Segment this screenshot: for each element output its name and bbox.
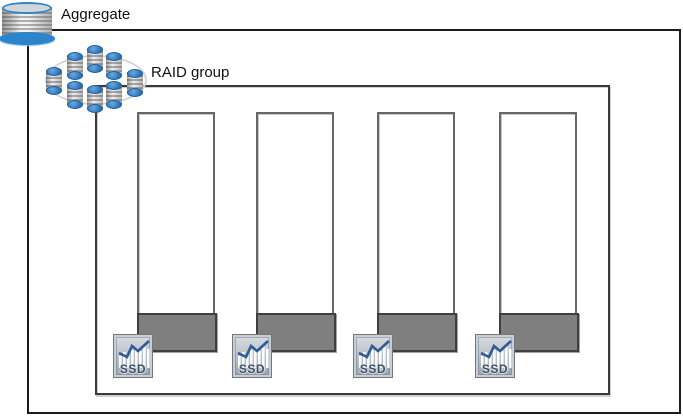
ssd-chart-graphic (118, 340, 150, 368)
aggregate-box (27, 29, 681, 414)
ssd-chart-graphic (358, 340, 390, 368)
disk-cylinder-icon (106, 81, 122, 109)
ssd-disk-column: SSD (475, 112, 579, 378)
ssd-disk-column: SSD (113, 112, 217, 378)
raid-group-label: RAID group (151, 64, 230, 81)
ssd-disk-column: SSD (232, 112, 336, 378)
raid-disk-cluster-icon (42, 42, 150, 116)
ssd-chart-graphic (237, 340, 269, 368)
ssd-icon-label: SSD (359, 362, 387, 376)
disk-cylinder-icon (127, 69, 143, 97)
ssd-chart-icon: SSD (353, 334, 393, 378)
ssd-icon-label: SSD (481, 362, 509, 376)
ssd-disk-column: SSD (353, 112, 457, 378)
disk-cylinder-icon (46, 67, 62, 95)
disk-cylinder-icon (67, 81, 83, 109)
ssd-chart-icon: SSD (232, 334, 272, 378)
disk-cylinder-icon (87, 45, 103, 73)
ssd-chart-icon: SSD (475, 334, 515, 378)
disk-used-capacity-fill (499, 313, 579, 352)
disk-cylinder-icon (67, 52, 83, 80)
aggregate-database-cylinder-icon (0, 2, 55, 45)
aggregate-label: Aggregate (61, 6, 131, 23)
ssd-chart-icon: SSD (113, 334, 153, 378)
disk-cylinder-icon (106, 52, 122, 80)
ssd-icon-label: SSD (119, 362, 147, 376)
ssd-icon-label: SSD (238, 362, 266, 376)
disk-cylinder-icon (87, 85, 103, 113)
ssd-chart-graphic (480, 340, 512, 368)
